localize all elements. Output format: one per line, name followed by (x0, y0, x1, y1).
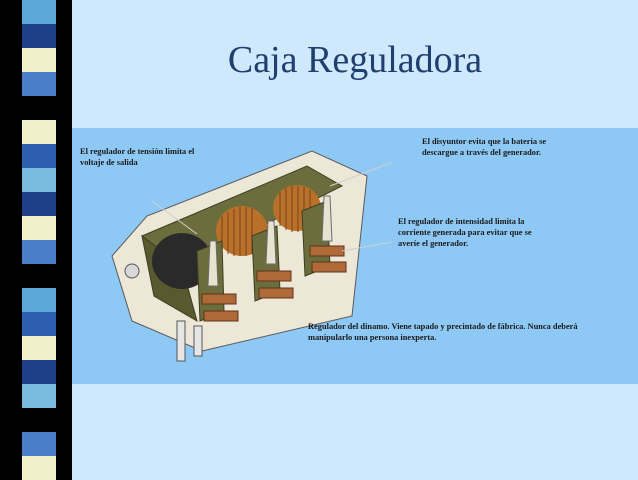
strip-block (22, 144, 56, 168)
strip-block (22, 0, 56, 24)
strip-block (22, 432, 56, 456)
strip-block (22, 456, 56, 480)
label-circuit-breaker: El disyuntor evita que la batería se des… (422, 137, 547, 157)
label-current-regulator: El regulador de intensidad limita la cor… (398, 217, 532, 248)
label-dynamo-regulator: Regulador del dinamo. Viene tapado y pre… (308, 322, 578, 342)
strip-block (22, 96, 56, 120)
strip-blocks (22, 0, 56, 480)
slide-title: Caja Reguladora (227, 39, 483, 81)
strip-block (22, 288, 56, 312)
label-voltage-regulator: El regulador de tensión limita el voltaj… (80, 147, 195, 167)
illustration-panel: El regulador de tensión limita el voltaj… (72, 128, 638, 384)
strip-block (22, 240, 56, 264)
strip-block (22, 216, 56, 240)
strip-block (22, 48, 56, 72)
strip-block (22, 336, 56, 360)
strip-block (22, 360, 56, 384)
voltage-regulator-illustration (111, 150, 392, 362)
strip-block (22, 264, 56, 288)
strip-block (22, 192, 56, 216)
strip-block (22, 168, 56, 192)
strip-block (22, 120, 56, 144)
strip-block (22, 24, 56, 48)
slide: Caja Reguladora (72, 0, 638, 480)
strip-block (22, 72, 56, 96)
strip-block (22, 408, 56, 432)
decorative-side-strip (0, 0, 72, 480)
strip-block (22, 312, 56, 336)
strip-block (22, 384, 56, 408)
